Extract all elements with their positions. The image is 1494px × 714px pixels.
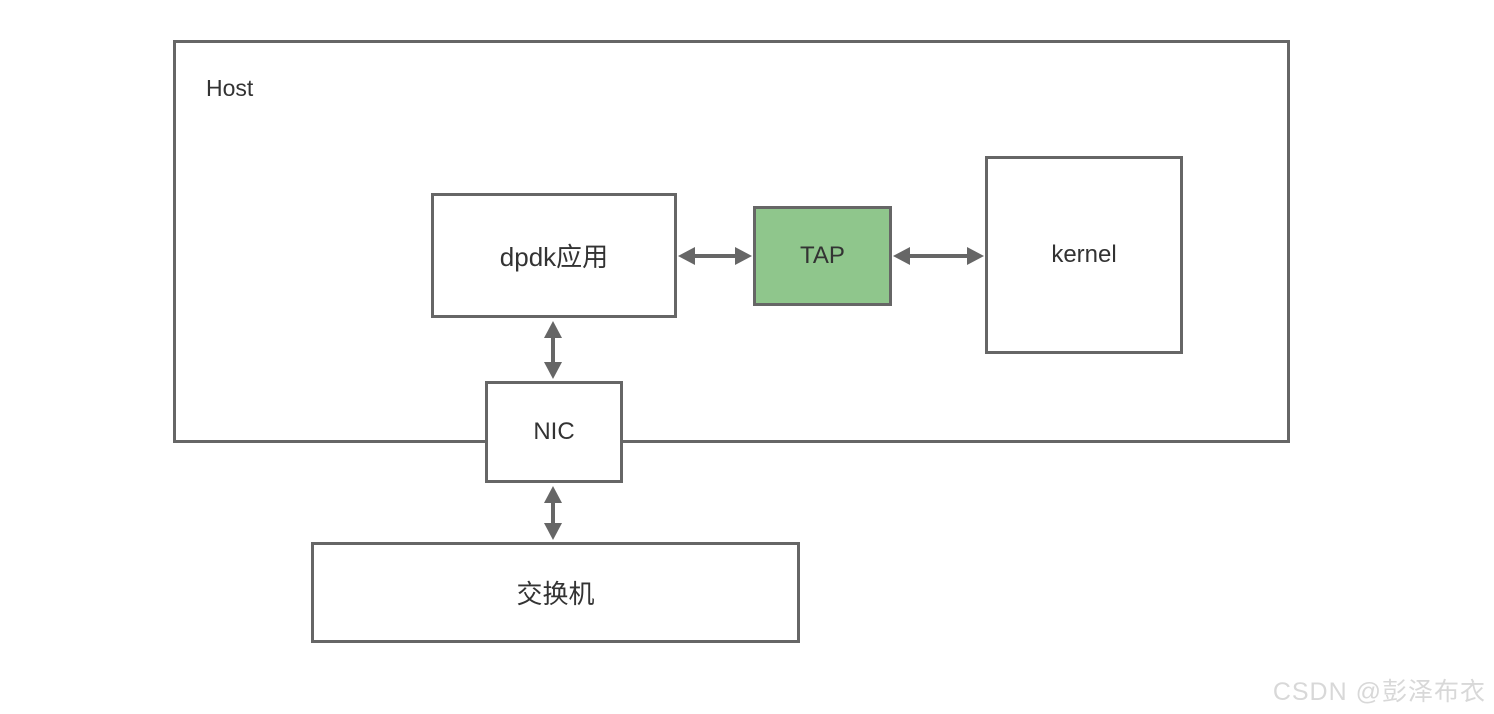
node-kernel-label: kernel <box>1051 241 1117 268</box>
host-label: Host <box>206 75 254 101</box>
node-nic: NIC <box>485 381 623 483</box>
node-dpdk-app-label: dpdk应用 <box>499 242 609 272</box>
node-kernel: kernel <box>985 156 1183 354</box>
node-switch: 交换机 <box>311 542 800 643</box>
node-switch-label: 交换机 <box>516 579 595 609</box>
node-dpdk-app: dpdk应用 <box>431 193 677 318</box>
node-tap: TAP <box>753 206 892 306</box>
connector-nic-switch-double-arrow <box>544 486 562 540</box>
connector-dpdk-tap-double-arrow <box>678 247 752 265</box>
connector-dpdk-nic-double-arrow <box>544 321 562 379</box>
csdn-watermark: CSDN @彭泽布衣 <box>1272 678 1486 706</box>
node-nic-label: NIC <box>533 418 575 445</box>
connector-tap-kernel-double-arrow <box>893 247 984 265</box>
node-tap-label: TAP <box>800 242 845 269</box>
